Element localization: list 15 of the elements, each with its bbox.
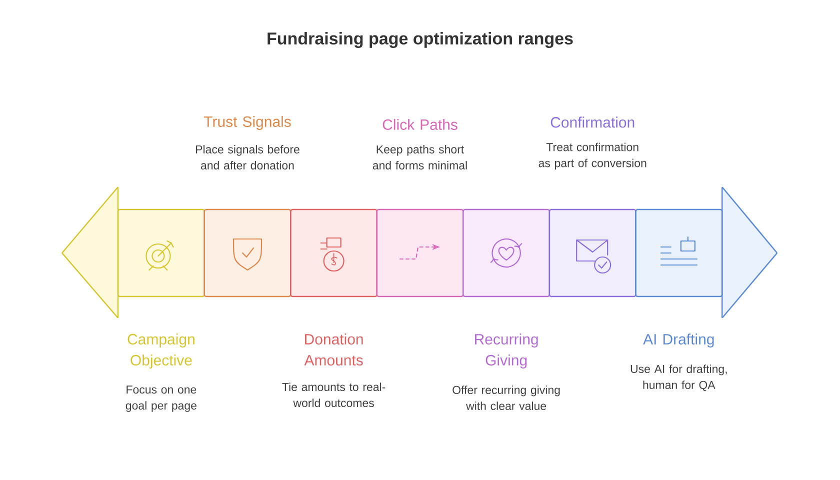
description: Offer recurring giving with clear value (452, 386, 560, 410)
step-heading: Donation Amounts (304, 334, 363, 366)
title: Fundraising page optimization ranges (268, 32, 573, 48)
description: Use AI for drafting, human for QA (630, 364, 727, 392)
description: Focus on one goal per page (126, 386, 196, 412)
step-heading: Recurring Giving (475, 334, 538, 368)
step-heading: Trust Signals (204, 116, 291, 130)
description: Treat confirmation as part of conversion (538, 142, 646, 170)
step-heading: Click Paths (382, 118, 458, 130)
description: Place signals before and after donation (196, 145, 300, 170)
step-heading: Campaign Objective (128, 334, 194, 368)
step-heading: AI Drafting (643, 334, 714, 348)
description: Keep paths short and forms minimal (372, 145, 467, 170)
description: Tie amounts to real-world outcomes (282, 382, 386, 408)
step-heading: Confirmation (550, 116, 634, 128)
